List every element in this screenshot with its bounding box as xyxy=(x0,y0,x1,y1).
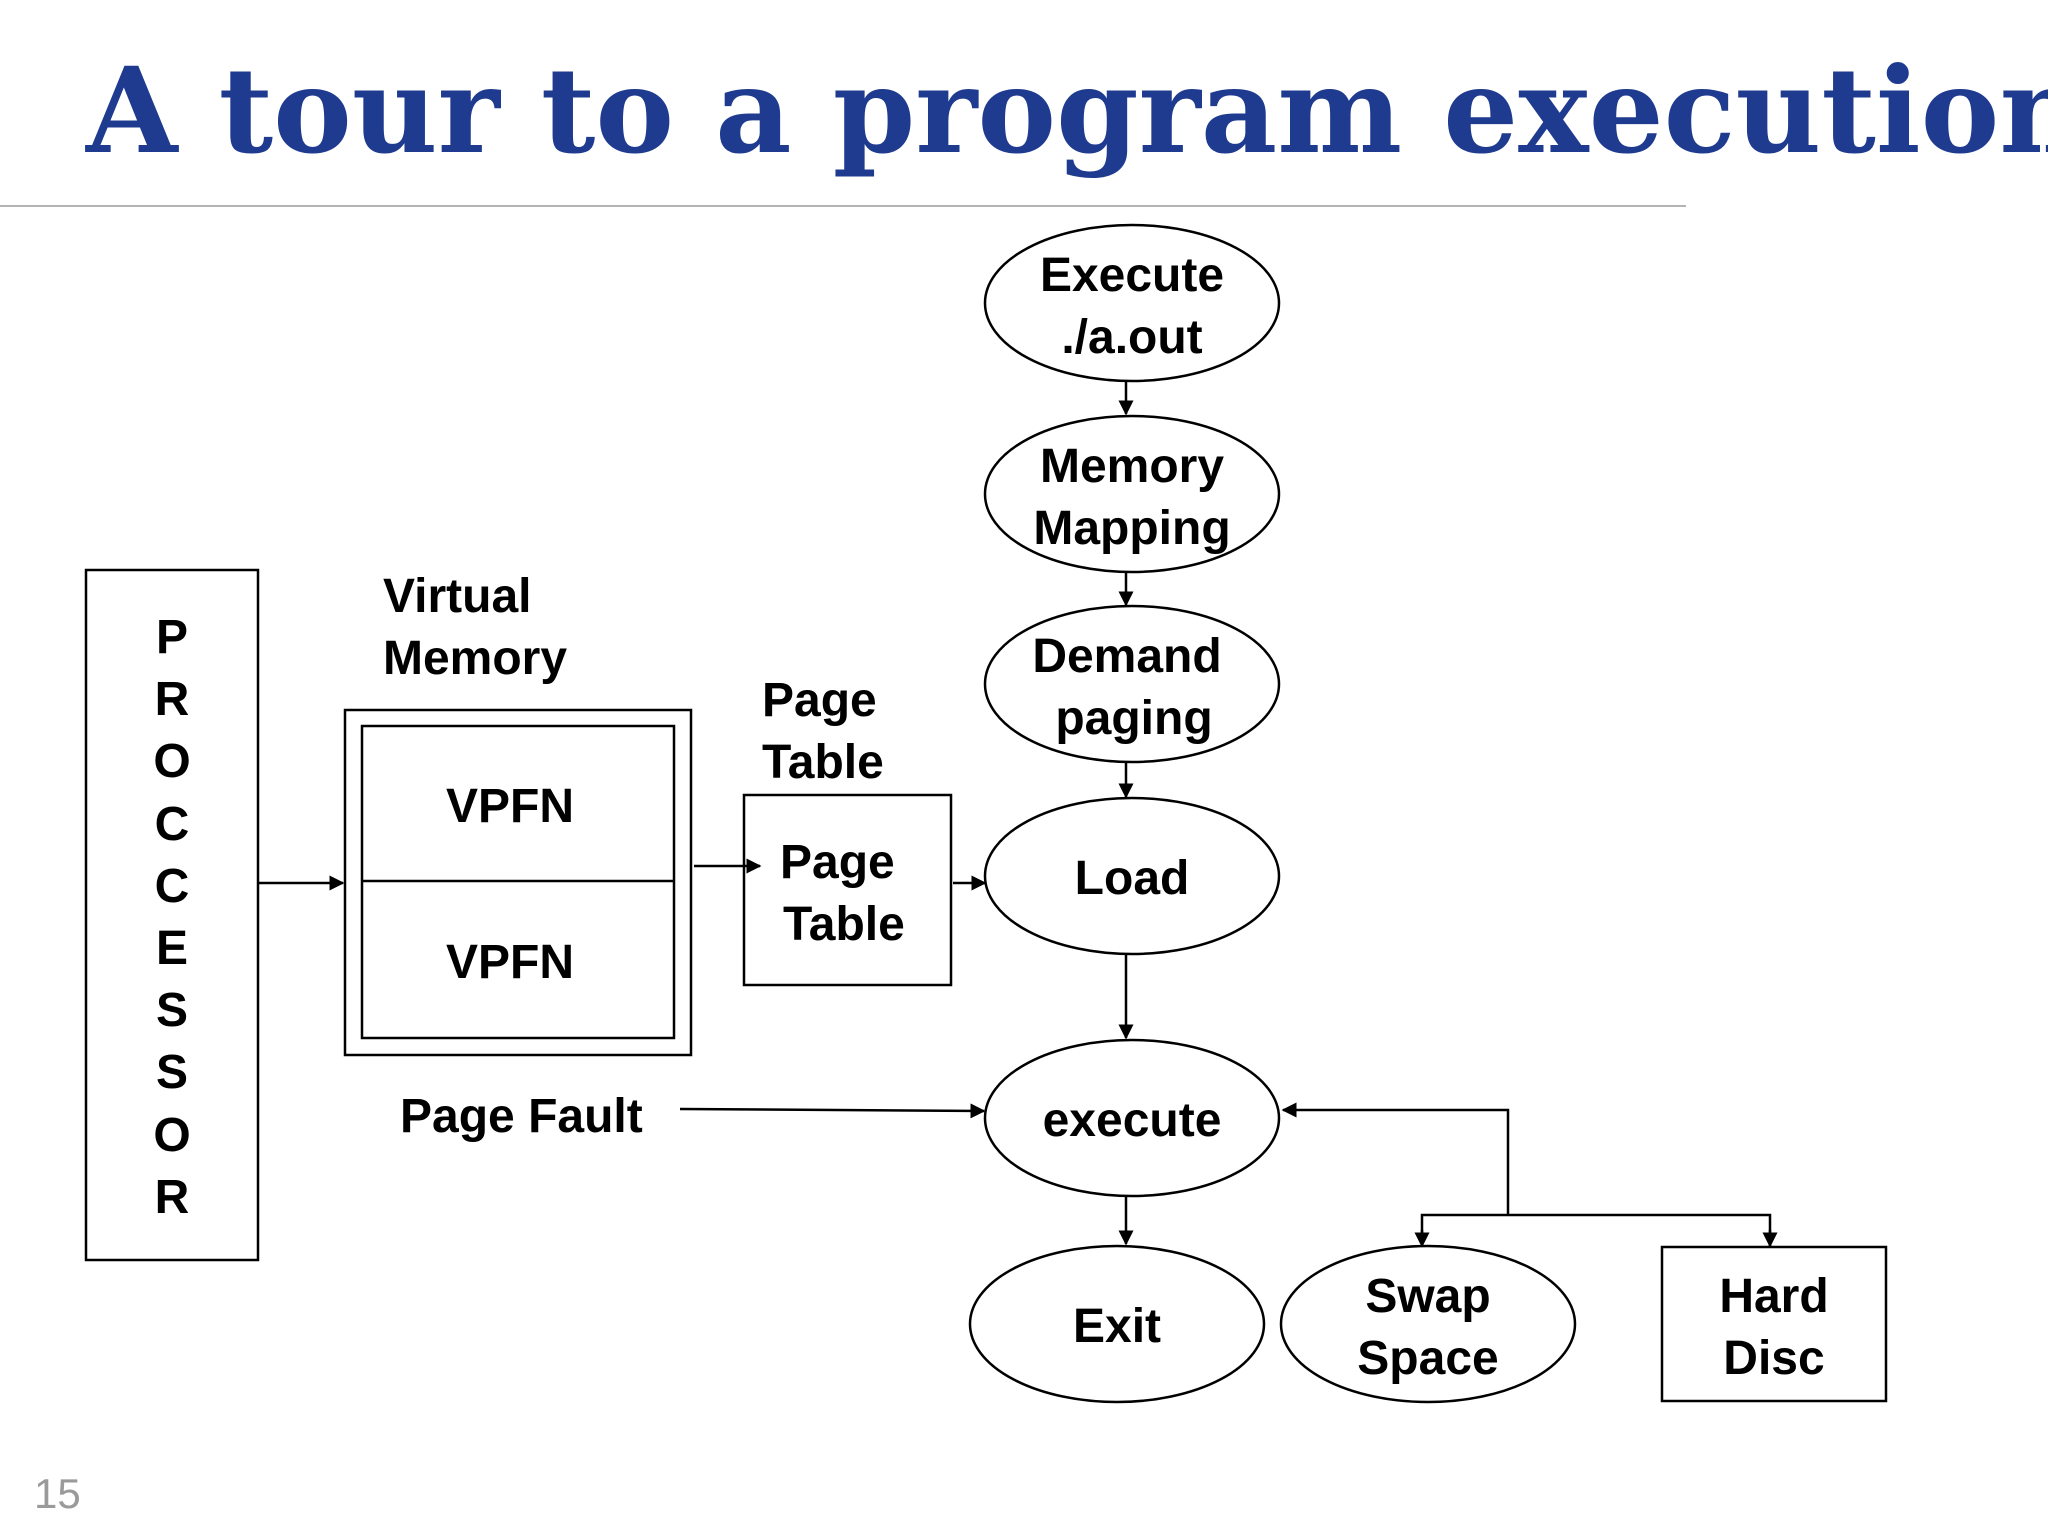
processor-letter: C xyxy=(155,798,190,851)
vpfn-row: VPFN xyxy=(446,780,574,833)
virtual-memory-box: VPFN VPFN xyxy=(343,708,693,1057)
memory-mapping-node: Memory Mapping xyxy=(983,414,1281,574)
virtual-memory-label-line1: Virtual xyxy=(383,570,532,623)
hard-disc-box: Hard Disc xyxy=(1660,1245,1888,1403)
execute-label: execute xyxy=(1043,1094,1222,1147)
page-table-label-line1: Page xyxy=(762,674,877,727)
arrow-page-fault-to-execute xyxy=(679,1103,986,1119)
swap-space-line2: Space xyxy=(1357,1332,1498,1385)
processor-letter: S xyxy=(156,1046,188,1099)
hard-disc-line1: Hard xyxy=(1719,1270,1828,1323)
processor-letter: R xyxy=(155,1171,190,1224)
processor-letter: R xyxy=(155,673,190,726)
exit-label: Exit xyxy=(1073,1300,1161,1353)
memory-mapping-line1: Memory xyxy=(1040,440,1224,493)
load-label: Load xyxy=(1075,852,1190,905)
page-table-box-line1: Page xyxy=(780,836,895,889)
demand-paging-line2: paging xyxy=(1055,692,1212,745)
slide-title: A tour to a program execution xyxy=(86,41,2048,180)
page-number: 15 xyxy=(34,1470,81,1517)
processor-box: P R O C C E S S O R xyxy=(84,568,260,1262)
demand-paging-line1: Demand xyxy=(1032,630,1221,683)
hard-disc-line2: Disc xyxy=(1723,1332,1824,1385)
swap-space-node: Swap Space xyxy=(1279,1244,1577,1404)
vpfn-row: VPFN xyxy=(446,936,574,989)
processor-letter: S xyxy=(156,984,188,1037)
page-fault-label: Page Fault xyxy=(400,1090,643,1143)
execute-aout-node: Execute ./a.out xyxy=(983,223,1281,383)
virtual-memory-label-line2: Memory xyxy=(383,632,567,685)
page-table-box: Page Table xyxy=(742,793,953,987)
memory-mapping-line2: Mapping xyxy=(1033,502,1230,555)
page-table-label-line2: Table xyxy=(762,736,884,789)
processor-letter: C xyxy=(155,860,190,913)
exit-node: Exit xyxy=(968,1244,1266,1404)
demand-paging-node: Demand paging xyxy=(983,604,1281,764)
execute-aout-line2: ./a.out xyxy=(1061,311,1202,364)
load-node: Load xyxy=(983,796,1281,956)
processor-letter: E xyxy=(156,922,188,975)
processor-letter: O xyxy=(153,1109,190,1162)
execute-aout-line1: Execute xyxy=(1040,249,1224,302)
storage-branch-line xyxy=(1420,1213,1772,1246)
processor-letter: P xyxy=(156,611,188,664)
swap-space-line1: Swap xyxy=(1365,1270,1490,1323)
arrow-storage-to-execute xyxy=(1281,1102,1510,1215)
page-table-box-line2: Table xyxy=(783,898,905,951)
processor-letter: O xyxy=(153,735,190,788)
title-divider xyxy=(0,205,1686,207)
execute-node: execute xyxy=(983,1038,1281,1198)
